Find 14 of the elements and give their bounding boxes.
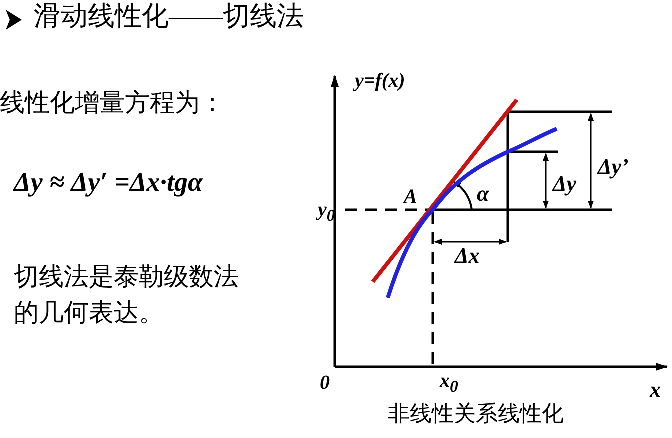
point-label: A [404, 186, 418, 208]
angle-label: α [477, 182, 490, 206]
heading-text: 线性化增量方程为： [0, 90, 225, 118]
dimension-label: Δx [455, 244, 480, 268]
note-text: 切线法是泰勒级数法的几何表达。 [14, 263, 240, 329]
figure-caption: 非线性关系线性化 [388, 402, 564, 426]
equation: Δy ≈ Δy′ =Δx·tgα [14, 168, 203, 198]
origin-label: 0 [320, 372, 330, 394]
dimension-label: Δy’ [598, 155, 629, 180]
axis-label: x [650, 378, 661, 402]
slide-title: 滑动线性化——切线法 [34, 2, 304, 32]
dimension-label: Δy [553, 172, 577, 196]
tick-label: x$_{0}$ [440, 370, 458, 396]
axis-label: y=f(x) [355, 70, 406, 92]
